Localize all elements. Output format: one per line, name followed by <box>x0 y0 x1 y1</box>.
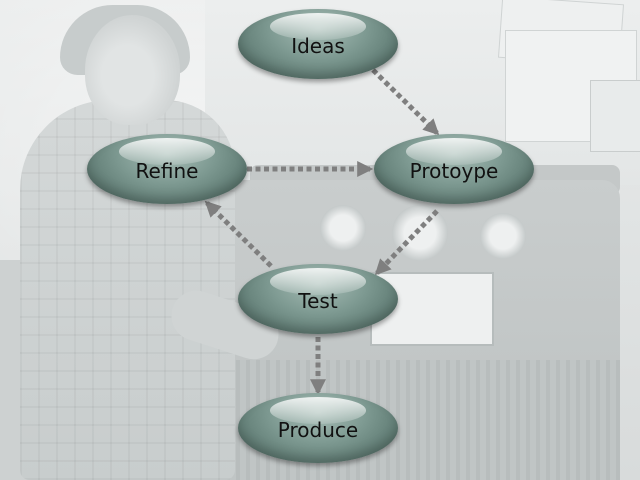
background-poster <box>590 80 640 152</box>
arrow-protoype-to-test <box>374 209 439 276</box>
node-test-label: Test <box>298 289 338 313</box>
arrow-test-to-refine <box>204 200 273 268</box>
node-ideas-label: Ideas <box>291 34 345 58</box>
node-ideas: Ideas <box>238 9 398 79</box>
arrow-ideas-to-protoype <box>371 68 440 136</box>
node-test: Test <box>238 264 398 334</box>
node-refine-label: Refine <box>135 159 199 183</box>
node-protoype: Protoype <box>374 134 534 204</box>
node-refine: Refine <box>87 134 247 204</box>
background-dial <box>320 205 366 251</box>
node-produce-label: Produce <box>277 418 359 442</box>
node-protoype-label: Protoype <box>409 159 499 183</box>
node-produce: Produce <box>238 393 398 463</box>
background-person-head <box>85 15 180 125</box>
background-dial <box>480 213 526 259</box>
background-dial <box>392 205 448 261</box>
